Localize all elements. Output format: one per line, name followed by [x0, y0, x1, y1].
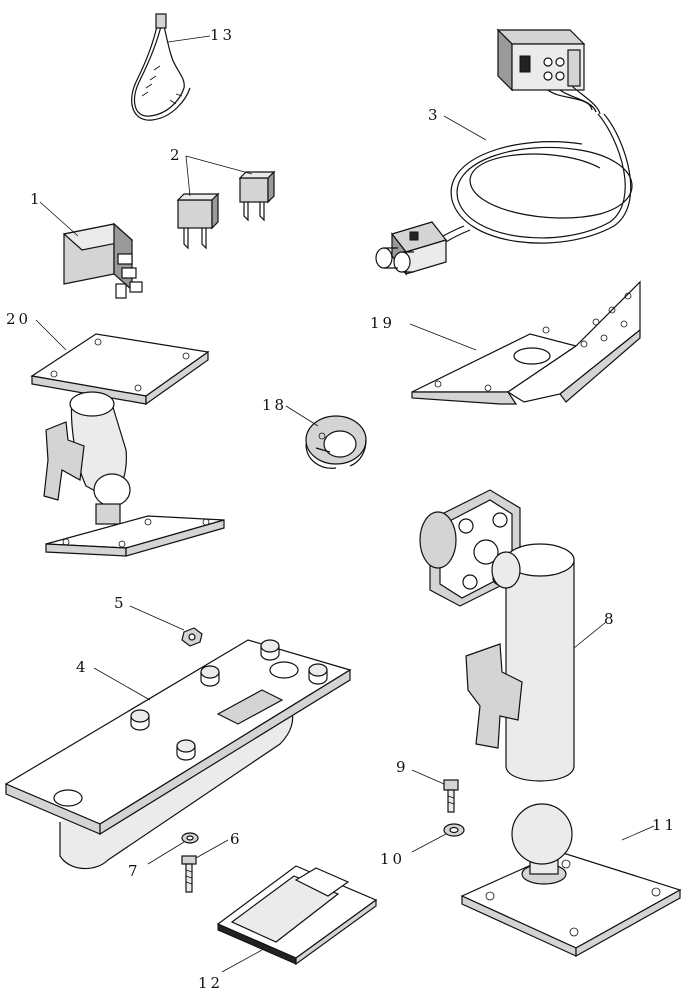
leader-3 — [443, 115, 487, 141]
part-4-base-plate — [4, 639, 352, 870]
label-8: 8 — [604, 610, 617, 628]
label-1: 1 — [30, 190, 43, 208]
leader-4 — [93, 667, 151, 701]
label-5: 5 — [114, 594, 127, 612]
part-8-swivel-arm — [419, 489, 575, 782]
part-2-fuses — [176, 170, 276, 250]
label-18: 18 — [262, 396, 287, 414]
label-10: 10 — [380, 850, 405, 868]
leader-13 — [167, 35, 211, 43]
leader-2a — [185, 155, 191, 197]
part-6-bolt — [181, 855, 197, 893]
label-11: 11 — [652, 816, 677, 834]
part-7-washer — [181, 832, 199, 844]
label-3: 3 — [428, 106, 441, 124]
label-19: 19 — [370, 314, 395, 332]
part-20-mount — [30, 333, 225, 557]
label-9: 9 — [396, 758, 409, 776]
leader-20 — [35, 319, 67, 351]
label-2: 2 — [170, 146, 183, 164]
part-10-washer — [443, 823, 465, 837]
leader-12 — [221, 949, 263, 973]
part-19-bracket — [411, 280, 641, 405]
label-13: 13 — [210, 26, 235, 44]
leader-11 — [621, 825, 655, 841]
leader-9 — [411, 769, 445, 785]
leader-18 — [285, 405, 319, 427]
leader-6 — [195, 839, 229, 859]
part-18-collar — [305, 415, 367, 469]
leader-5 — [129, 605, 185, 631]
leader-1 — [39, 201, 79, 237]
label-20: 20 — [6, 310, 31, 328]
leader-10 — [411, 833, 447, 853]
part-13-cable-strap — [131, 13, 191, 121]
leader-8 — [573, 621, 607, 649]
leader-2b — [185, 155, 253, 175]
label-7: 7 — [128, 862, 141, 880]
part-12-card — [216, 865, 378, 966]
label-12: 12 — [198, 974, 223, 992]
leader-7 — [147, 841, 185, 865]
part-3-harness — [375, 28, 633, 276]
part-11-ball-base — [460, 803, 682, 958]
label-6: 6 — [230, 830, 243, 848]
part-9-bolt — [443, 779, 459, 813]
part-5-nut — [181, 627, 203, 647]
part-1-relay — [62, 222, 143, 299]
label-4: 4 — [76, 658, 89, 676]
leader-19 — [409, 323, 477, 351]
